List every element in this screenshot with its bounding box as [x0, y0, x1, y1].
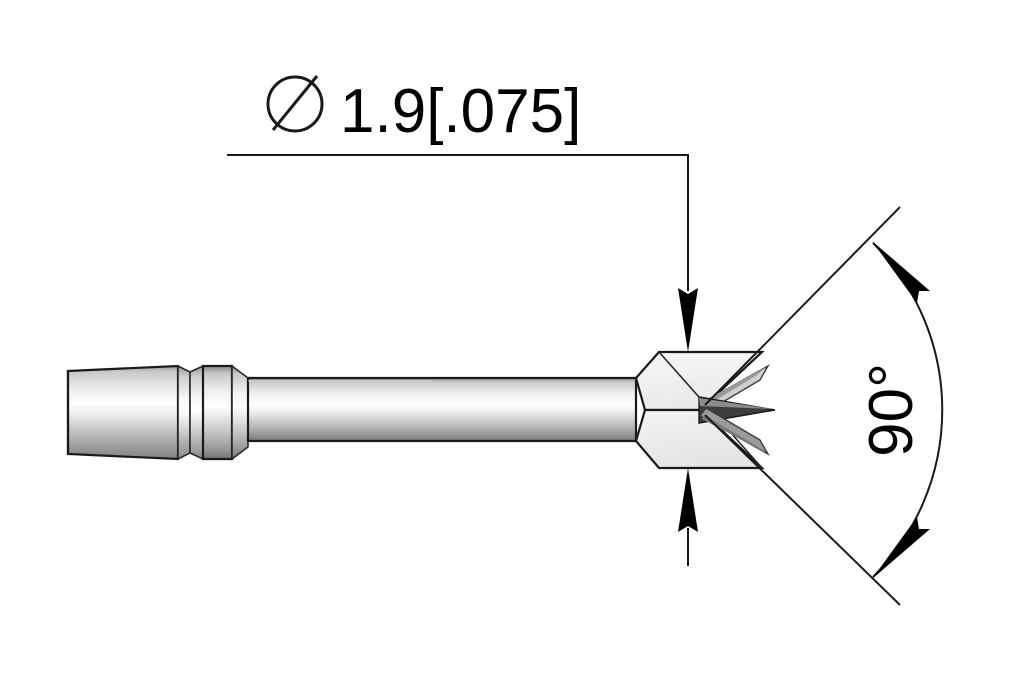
angle-text-group: 90°: [857, 363, 926, 457]
shank-groove: [177, 364, 204, 461]
groove-band: [177, 364, 191, 461]
head-upper-body: [634, 350, 765, 412]
shank-body: [66, 364, 180, 461]
angle-arrow-bottom: [872, 517, 930, 579]
angle-extension-lower: [704, 414, 901, 606]
collar-cylinder: [201, 364, 234, 461]
collar-taper: [231, 364, 249, 461]
diameter-leader-line: [227, 154, 689, 291]
shank-collar: [201, 364, 234, 461]
taper-face: [231, 364, 249, 461]
cutter-part: [66, 350, 776, 470]
diameter-symbol-icon: [266, 75, 324, 133]
shaft-cylinder: [246, 376, 638, 443]
shank-cylinder: [66, 364, 180, 461]
angle-dimension: 90°: [704, 206, 944, 606]
diameter-value-text: 1.9[.075]: [340, 77, 581, 146]
angle-extension-upper: [704, 206, 901, 406]
flute-middle-highlight: [699, 398, 772, 409]
diameter-arrow-top: [678, 288, 698, 352]
flute-lower-shade: [702, 415, 766, 453]
diameter-dimension: 1.9[.075]: [227, 75, 698, 566]
angle-value-text: 90°: [857, 363, 926, 457]
head-lower-body: [634, 408, 765, 470]
cutting-flutes: [698, 364, 776, 456]
shaft: [246, 376, 638, 443]
angle-arrow-top: [872, 241, 930, 303]
groove-band-2: [189, 364, 204, 461]
diameter-arrow-bottom: [678, 468, 698, 532]
cutting-head: [634, 350, 765, 470]
flute-upper-shade: [700, 367, 766, 408]
